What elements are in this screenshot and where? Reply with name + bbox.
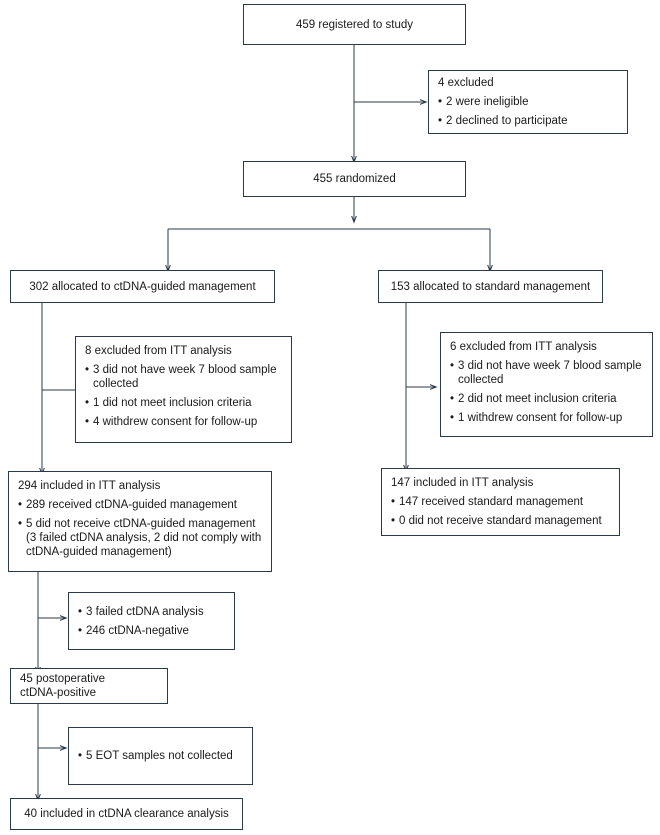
list-item: 289 received ctDNA-guided management (18, 498, 262, 512)
node-excluded-itt-left: 8 excluded from ITT analysis 3 did not h… (75, 336, 292, 443)
node-clearance-label: 40 included in ctDNA clearance analysis (24, 808, 229, 820)
node-postop-positive-line1: 45 postoperative (20, 673, 106, 685)
node-postop-positive: 45 postoperative ctDNA-positive (10, 668, 168, 704)
node-alloc-standard-label: 153 allocated to standard management (390, 280, 591, 293)
node-itt-left-head: 294 included in ITT analysis (18, 480, 161, 492)
list-item: 3 failed ctDNA analysis (78, 605, 225, 619)
node-excluded-itt-left-list: 3 did not have week 7 blood sample colle… (85, 363, 282, 429)
node-randomized-label: 455 randomized (313, 173, 396, 185)
node-itt-right: 147 included in ITT analysis 147 receive… (381, 468, 620, 536)
list-item: 5 did not receive ctDNA-guided managemen… (18, 517, 262, 559)
list-item: 1 withdrew consent for follow-up (450, 411, 643, 425)
node-postop-positive-line2: ctDNA-positive (20, 687, 97, 699)
list-item: 2 were ineligible (438, 95, 618, 109)
node-ctdna-outcomes-list: 3 failed ctDNA analysis 246 ctDNA-negati… (78, 605, 225, 638)
node-alloc-ctdna-label: 302 allocated to ctDNA-guided management (29, 280, 256, 293)
node-itt-left: 294 included in ITT analysis 289 receive… (8, 471, 272, 572)
node-eot-not-collected: 5 EOT samples not collected (68, 727, 253, 785)
node-itt-right-list: 147 received standard management 0 did n… (391, 495, 610, 528)
list-item: 4 withdrew consent for follow-up (85, 415, 282, 429)
list-item: 3 did not have week 7 blood sample colle… (450, 359, 643, 387)
node-randomized: 455 randomized (243, 161, 466, 197)
node-registered: 459 registered to study (243, 4, 466, 45)
node-excluded-itt-left-head: 8 excluded from ITT analysis (85, 345, 232, 357)
node-clearance: 40 included in ctDNA clearance analysis (10, 798, 243, 830)
node-excluded-screening-head: 4 excluded (438, 77, 494, 89)
node-excluded-screening-list: 2 were ineligible 2 declined to particip… (438, 95, 618, 128)
list-item: 2 did not meet inclusion criteria (450, 392, 643, 406)
node-excluded-itt-right-list: 3 did not have week 7 blood sample colle… (450, 359, 643, 425)
list-item: 147 received standard management (391, 495, 610, 509)
node-registered-label: 459 registered to study (296, 18, 413, 31)
list-item: 0 did not receive standard management (391, 514, 610, 528)
node-itt-left-list: 289 received ctDNA-guided management 5 d… (18, 498, 262, 559)
node-alloc-standard: 153 allocated to standard management (378, 270, 603, 303)
node-alloc-ctdna: 302 allocated to ctDNA-guided management (10, 270, 275, 303)
list-item: 2 declined to participate (438, 114, 618, 128)
node-excluded-itt-right: 6 excluded from ITT analysis 3 did not h… (440, 332, 653, 437)
list-item: 3 did not have week 7 blood sample colle… (85, 363, 282, 391)
node-excluded-itt-right-head: 6 excluded from ITT analysis (450, 341, 597, 353)
list-item: 246 ctDNA-negative (78, 624, 225, 638)
node-excluded-screening: 4 excluded 2 were ineligible 2 declined … (428, 70, 628, 134)
node-ctdna-outcomes: 3 failed ctDNA analysis 246 ctDNA-negati… (68, 592, 235, 650)
node-itt-right-head: 147 included in ITT analysis (391, 477, 534, 489)
list-item: 1 did not meet inclusion criteria (85, 396, 282, 410)
list-item: 5 EOT samples not collected (78, 749, 243, 763)
node-eot-not-collected-list: 5 EOT samples not collected (78, 749, 243, 763)
